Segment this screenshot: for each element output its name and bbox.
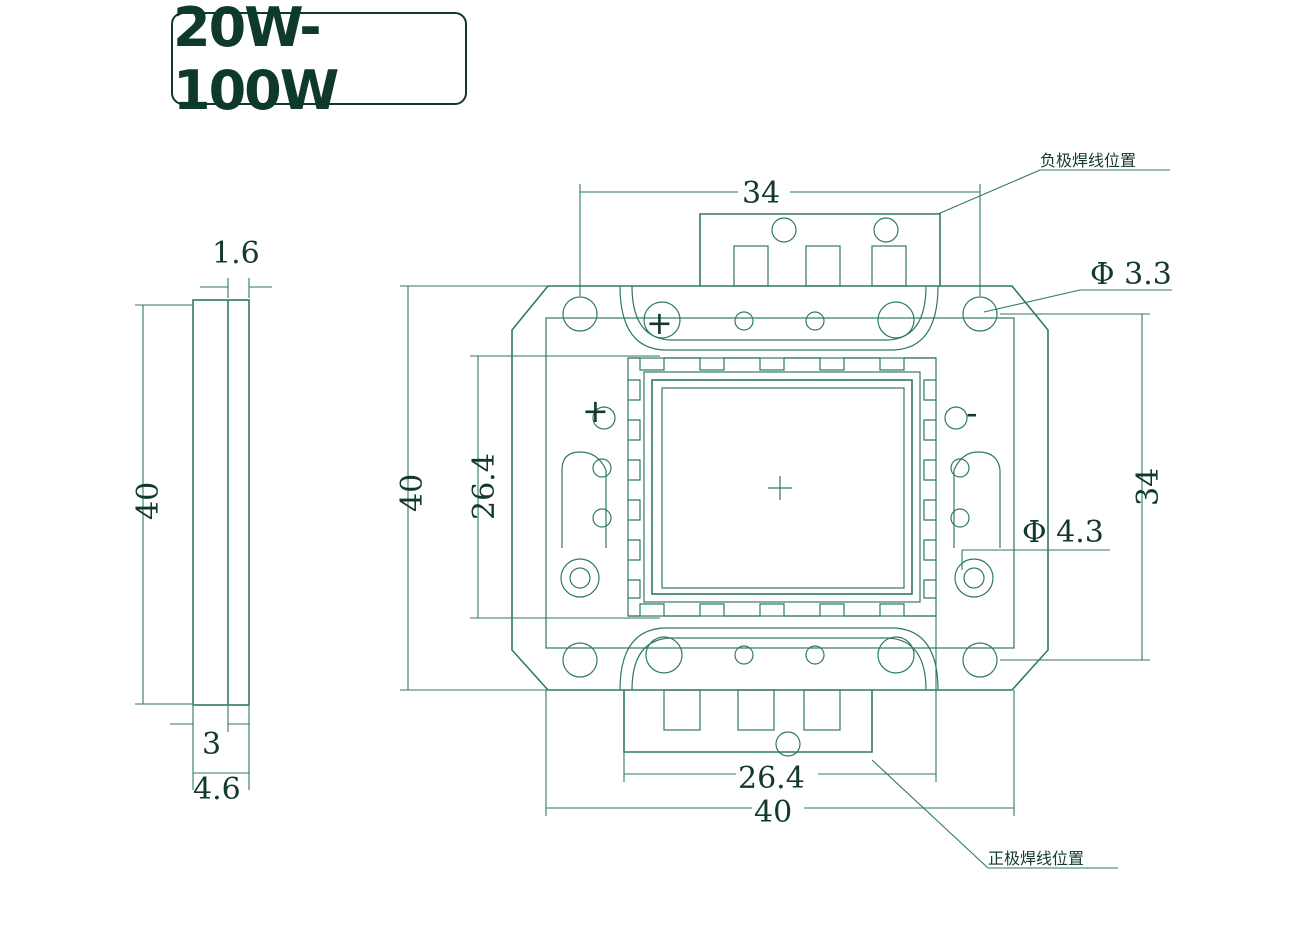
mount-hole-br bbox=[962, 642, 998, 678]
title-box: 20W-100W bbox=[171, 0, 467, 122]
label-negative-weld: 负极焊线位置 bbox=[1040, 151, 1136, 170]
dim-hole-3-3: Φ 3.3 bbox=[1090, 257, 1172, 292]
dim-side-40: 40 bbox=[131, 482, 166, 520]
plus-symbol-left: + bbox=[582, 392, 609, 430]
minus-symbol-right: - bbox=[966, 394, 978, 432]
plus-symbol-top: + bbox=[646, 304, 673, 342]
bottom-cutout bbox=[619, 627, 939, 691]
inner-plate bbox=[545, 317, 1015, 649]
dim-side-3: 3 bbox=[202, 727, 221, 762]
title-text: 20W-100W bbox=[173, 0, 339, 122]
dim-side-4-6: 4.6 bbox=[193, 772, 241, 807]
label-positive-weld: 正极焊线位置 bbox=[988, 849, 1084, 868]
led-die-area bbox=[651, 379, 913, 595]
dim-inner-26-4-horz: 26.4 bbox=[738, 761, 805, 796]
dim-hole-4-3: Φ 4.3 bbox=[1022, 515, 1104, 550]
right-slot bbox=[953, 451, 1001, 548]
mount-hole-tr bbox=[962, 296, 998, 332]
left-slot bbox=[561, 451, 607, 548]
mount-hole-bl bbox=[562, 642, 598, 678]
mount-hole-mr bbox=[954, 558, 994, 598]
chip-frame-outer bbox=[627, 357, 937, 617]
top-tab bbox=[699, 213, 941, 286]
top-cutout bbox=[619, 285, 939, 351]
side-view: 1.6 40 3 4.6 bbox=[131, 236, 272, 807]
board-outline bbox=[511, 285, 1049, 691]
mount-hole-ml bbox=[560, 558, 600, 598]
front-view: + + - 34 40 26.4 34 Φ 3.3 Φ 4.3 bbox=[395, 151, 1172, 869]
mount-hole-tl bbox=[562, 296, 598, 332]
bottom-tab bbox=[623, 690, 873, 753]
dim-width-40: 40 bbox=[754, 795, 792, 830]
dim-inner-26-4-vert: 26.4 bbox=[467, 453, 502, 520]
side-body-outline bbox=[192, 299, 250, 706]
dim-side-1-6: 1.6 bbox=[212, 236, 260, 271]
dim-height-34: 34 bbox=[1131, 468, 1166, 506]
dim-height-40: 40 bbox=[395, 474, 430, 512]
dim-width-34: 34 bbox=[742, 176, 780, 211]
